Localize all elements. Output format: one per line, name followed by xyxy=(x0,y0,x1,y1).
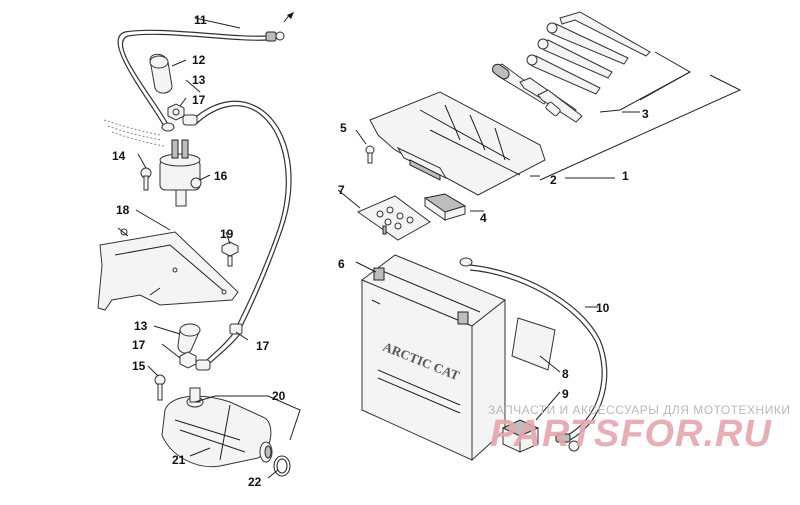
callout-3: 3 xyxy=(642,107,649,121)
cable-13 xyxy=(191,100,292,366)
watermark-site: PARTSFOR.RU xyxy=(490,413,772,455)
callout-13: 13 xyxy=(192,73,206,87)
watermark-subtitle: ЗАПЧАСТИ И АКСЕССУАРЫ ДЛЯ МОТОТЕХНИКИ xyxy=(488,403,791,417)
bolt-19 xyxy=(221,241,239,267)
battery-6: ARCTIC CAT xyxy=(361,254,506,462)
callout-12: 12 xyxy=(192,53,206,67)
callout-15-lower: 15 xyxy=(132,359,146,373)
tool-tray-2 xyxy=(369,91,546,196)
callout-17-top: 17 xyxy=(192,93,206,107)
callout-4: 4 xyxy=(480,211,487,225)
terminal-cap-14 xyxy=(177,323,201,354)
starter-motor-21 xyxy=(161,387,273,468)
callout-7: 7 xyxy=(338,183,345,197)
foam-pad-9 xyxy=(501,419,540,453)
nut-17-lower xyxy=(179,351,211,371)
callout-17-lower: 17 xyxy=(132,338,146,352)
callout-6: 6 xyxy=(338,257,345,271)
callout-11: 11 xyxy=(194,13,207,27)
screw-15-top xyxy=(140,167,152,191)
callout-20: 20 xyxy=(272,389,286,403)
hardware-kit-7 xyxy=(356,195,431,241)
callout-numbers: 11 12 13 17 14 16 18 19 13 17 17 15 20 2… xyxy=(112,13,649,489)
callout-17-right: 17 xyxy=(256,339,270,353)
label-sticker-8 xyxy=(511,317,556,371)
foam-pad-4 xyxy=(423,193,467,221)
callout-19: 19 xyxy=(220,227,234,241)
callout-14: 13 xyxy=(134,319,148,333)
nut-17-top xyxy=(161,103,198,132)
leader-lines xyxy=(135,17,742,479)
callout-1: 1 xyxy=(622,169,629,183)
bracket-18 xyxy=(97,227,239,311)
callout-8: 8 xyxy=(562,367,569,381)
callout-5: 5 xyxy=(340,121,347,135)
callout-9: 9 xyxy=(562,387,569,401)
screw-5 xyxy=(365,145,375,164)
cable-11 xyxy=(117,12,294,129)
starter-relay-16 xyxy=(159,139,202,207)
cable-10 xyxy=(459,257,608,452)
o-ring-22 xyxy=(273,455,291,477)
tool-kit-3 xyxy=(492,11,651,123)
terminal-cap-12 xyxy=(149,53,173,94)
callout-2: 2 xyxy=(550,173,557,187)
callout-16: 16 xyxy=(214,169,228,183)
callout-21: 21 xyxy=(172,453,186,467)
harness-wires xyxy=(103,119,165,147)
screw-15-lower xyxy=(154,374,166,401)
callout-10: 10 xyxy=(596,301,610,315)
callout-18: 18 xyxy=(116,203,130,217)
callout-22: 22 xyxy=(248,475,262,489)
callout-15-top: 14 xyxy=(112,149,126,163)
